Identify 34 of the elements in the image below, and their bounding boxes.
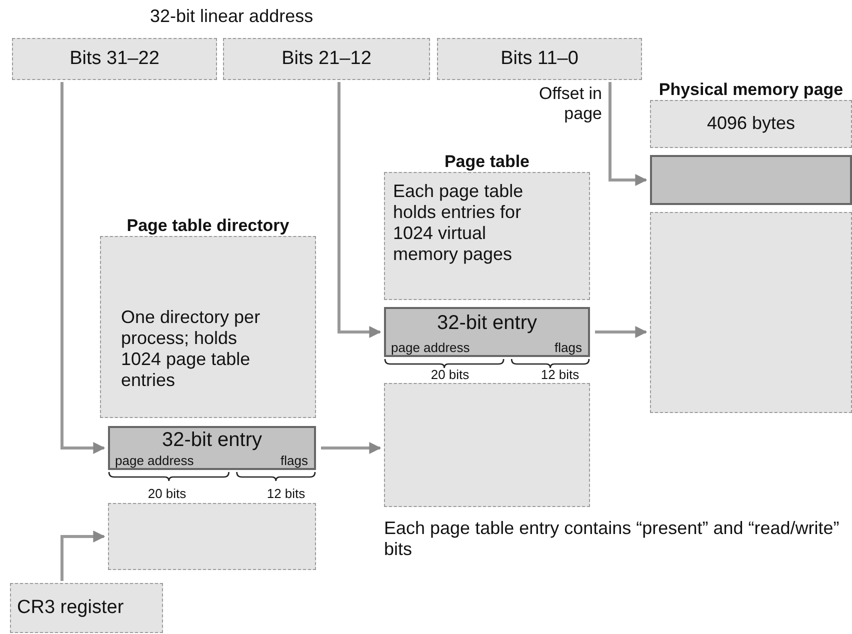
register-field: CR3 register xyxy=(10,583,163,633)
arrow xyxy=(595,326,648,338)
arrow xyxy=(608,82,648,186)
register-field: Bits 21–12 xyxy=(223,38,430,80)
note-text: 32-bit linear address xyxy=(150,6,314,27)
table-heading: Page table xyxy=(443,151,531,172)
memory-block xyxy=(650,155,852,205)
table-heading: Physical memory page xyxy=(658,79,844,100)
field-label: flags xyxy=(554,340,582,355)
arrow xyxy=(321,442,382,454)
entry-title: 32-bit entry xyxy=(436,312,538,335)
arrow xyxy=(338,82,382,338)
entry-title: 32-bit entry xyxy=(160,429,264,452)
field-label: page address xyxy=(115,453,194,468)
table-heading: Page table directory xyxy=(126,215,290,236)
register-field: Bits 11–0 xyxy=(437,38,642,80)
bit-count: 12 bits xyxy=(540,367,580,382)
register-field: Bits 31–22 xyxy=(12,38,217,80)
description-text: 4096 bytes xyxy=(706,113,796,134)
bit-count: 20 bits xyxy=(146,486,188,501)
entry-block xyxy=(108,426,316,470)
description-text: One directory per process; holds 1024 page table entries xyxy=(121,307,262,391)
field-label: page address xyxy=(391,340,470,355)
memory-block xyxy=(650,212,852,413)
field-label: flags xyxy=(280,453,308,468)
memory-block xyxy=(108,503,316,570)
arrow xyxy=(60,82,106,454)
arrow xyxy=(60,530,106,581)
memory-block xyxy=(384,383,590,507)
bit-count: 12 bits xyxy=(266,486,306,501)
note-text: Each page table entry contains “present” and “read/write” bits xyxy=(384,518,840,560)
entry-block xyxy=(384,307,590,357)
bit-count: 20 bits xyxy=(430,367,470,382)
description-text: Each page table holds entries for 1024 virtual memory pages xyxy=(393,181,524,265)
